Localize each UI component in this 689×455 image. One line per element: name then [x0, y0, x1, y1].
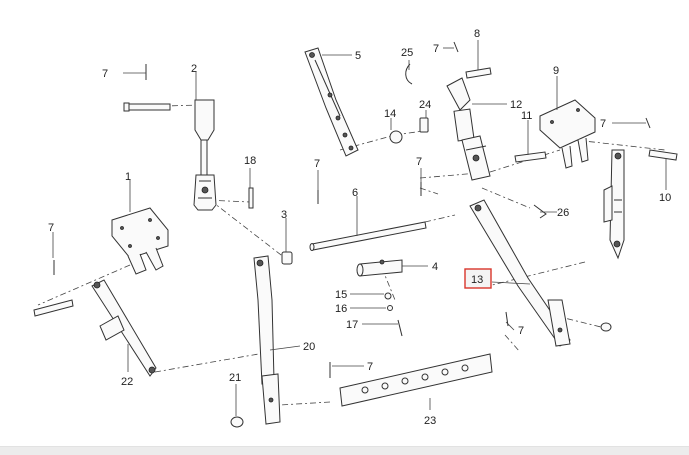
part-21-cap — [230, 416, 244, 428]
part-6-shaft — [309, 221, 427, 251]
callout-6: 6 — [352, 187, 358, 199]
part-26-clip — [533, 204, 547, 219]
callout-1: 1 — [125, 171, 131, 183]
callout-16: 16 — [335, 303, 347, 315]
part-10-lift-arm-right — [603, 149, 678, 260]
callout-13: 13 — [471, 274, 483, 286]
part-14-bushing — [389, 130, 403, 144]
callout-22: 22 — [121, 376, 133, 388]
callout-25: 25 — [401, 47, 413, 59]
leader-lines — [52, 40, 667, 416]
callout-3: 3 — [281, 209, 287, 221]
callout-13-highlight-box — [464, 268, 492, 289]
assembly-lines — [37, 104, 666, 406]
callout-2: 2 — [191, 63, 197, 75]
part-9-bracket-plate — [539, 99, 596, 169]
hardware-parts — [53, 41, 651, 378]
callout-9: 9 — [553, 65, 559, 77]
callout-20: 20 — [303, 341, 315, 353]
part-24-pin — [419, 117, 429, 133]
part-2-top-link — [123, 99, 217, 211]
callout-18: 18 — [244, 155, 256, 167]
part-11-pin — [514, 151, 547, 163]
callout-4: 4 — [432, 261, 438, 273]
callout-5: 5 — [355, 50, 361, 62]
footer-bar — [0, 446, 689, 455]
callout-7-e: 7 — [314, 158, 320, 170]
part-3-bushing — [281, 251, 293, 265]
callout-7-a: 7 — [102, 68, 108, 80]
part-22-lift-arm-left — [33, 279, 157, 377]
part-4-sleeve — [356, 259, 403, 277]
part-20-lower-link — [253, 255, 281, 425]
callout-7-d: 7 — [48, 222, 54, 234]
callout-8: 8 — [474, 28, 480, 40]
callout-labels: 1 2 3 4 5 6 7 7 7 7 7 7 7 7 8 9 10 11 12… — [48, 28, 671, 427]
callout-23: 23 — [424, 415, 436, 427]
callout-14: 14 — [384, 108, 396, 120]
callout-7-b: 7 — [433, 43, 439, 55]
part-13-lower-link — [469, 199, 571, 347]
callout-26: 26 — [557, 207, 569, 219]
callout-21: 21 — [229, 372, 241, 384]
part-1-bracket-plate — [111, 207, 169, 275]
part-8-pin — [465, 67, 492, 79]
callout-7-c: 7 — [600, 118, 606, 130]
callout-7-h: 7 — [367, 361, 373, 373]
callout-7-f: 7 — [416, 156, 422, 168]
callout-11: 11 — [521, 110, 532, 122]
callout-12: 12 — [510, 99, 522, 111]
part-12-clevis-link — [446, 77, 491, 181]
callout-17: 17 — [346, 319, 358, 331]
callout-10: 10 — [659, 192, 671, 204]
callout-24: 24 — [419, 99, 431, 111]
callout-7-g: 7 — [518, 325, 524, 337]
part-5-stabilizer — [304, 47, 359, 157]
part-23-drawbar — [339, 353, 493, 407]
callout-15: 15 — [335, 289, 347, 301]
